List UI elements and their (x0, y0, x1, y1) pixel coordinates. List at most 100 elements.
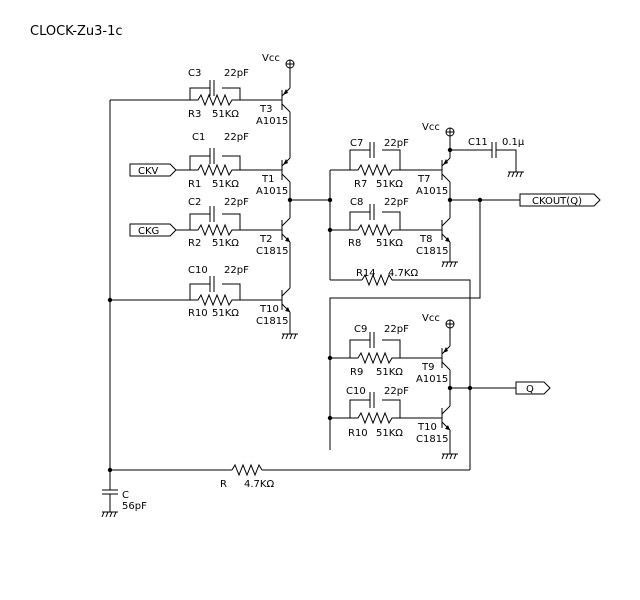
junction-dot (467, 385, 473, 391)
transistor-t2-npn (281, 217, 291, 243)
transistor-t9-pnp (441, 345, 451, 371)
vcc-label: Vcc (422, 122, 440, 133)
c2-value: 22pF (224, 197, 249, 208)
capacitor-c11 (491, 142, 497, 158)
vcc-symbol (445, 127, 455, 137)
r9-value: 51KΩ (376, 367, 403, 378)
r10b-value: 51KΩ (376, 428, 403, 439)
c8-label: C8 (350, 197, 363, 208)
t10b-type: C1815 (416, 434, 448, 445)
rc-network-t9 (349, 332, 401, 365)
r14-label: R14 (356, 268, 376, 279)
ckv-port (129, 163, 177, 177)
c1-label: C1 (192, 132, 205, 143)
c7-value: 22pF (384, 138, 409, 149)
t2-label: T2 (259, 234, 272, 245)
t3-label: T3 (259, 104, 272, 115)
c8-value: 22pF (384, 197, 409, 208)
t9-type: A1015 (416, 374, 448, 385)
t2-type: C1815 (256, 246, 288, 257)
ground-symbol (441, 453, 458, 460)
c9-label: C9 (354, 324, 367, 335)
transistor-t10b-npn (441, 405, 451, 431)
r10a-label: R10 (188, 308, 208, 319)
resistor-r (231, 463, 263, 477)
r8-label: R8 (348, 238, 361, 249)
c10b-label: C10 (346, 386, 366, 397)
wire (496, 149, 517, 172)
ground-symbol (101, 511, 118, 518)
rc-network-t10b (349, 392, 401, 425)
ground-symbol (507, 171, 524, 178)
r3-label: R3 (188, 109, 201, 120)
t7-type: A1015 (416, 186, 448, 197)
t8-type: C1815 (416, 246, 448, 257)
t10a-type: C1815 (256, 316, 288, 327)
t1-type: A1015 (256, 186, 288, 197)
junction-dot (107, 297, 113, 303)
c11-label: C11 (468, 137, 488, 148)
ground-symbol (441, 261, 458, 268)
t1-label: T1 (261, 174, 274, 185)
vcc-label: Vcc (422, 313, 440, 324)
c3-label: C3 (188, 68, 201, 79)
ckout-label: CKOUT(Q) (532, 196, 582, 207)
c10b-value: 22pF (384, 386, 409, 397)
vcc-symbol (445, 319, 455, 329)
t7-label: T7 (417, 174, 430, 185)
capacitor-c (102, 489, 118, 495)
wire (329, 200, 481, 450)
t10a-label: T10 (259, 304, 279, 315)
c11-value: 0.1μ (502, 137, 525, 148)
c7-label: C7 (350, 138, 363, 149)
rc-network-t8 (349, 204, 401, 237)
ckg-port (129, 223, 177, 237)
rc-network-t7 (349, 142, 401, 177)
transistor-t1-pnp (281, 157, 291, 183)
junction-dot (327, 197, 333, 203)
q-label: Q_ (526, 384, 540, 395)
c-label: C (122, 490, 129, 501)
r9-label: R9 (350, 367, 363, 378)
c2-label: C2 (188, 197, 201, 208)
r-label: R (220, 479, 227, 490)
ground-symbol (281, 333, 298, 340)
junction-dot (327, 415, 333, 421)
r7-value: 51KΩ (376, 179, 403, 190)
t3-type: A1015 (256, 116, 288, 127)
r10a-value: 51KΩ (212, 308, 239, 319)
ckout-port (519, 193, 601, 207)
junction-dot (327, 355, 333, 361)
r1-label: R1 (188, 179, 201, 190)
wire (392, 279, 471, 470)
transistor-t3-pnp (281, 87, 291, 113)
ckv-label: CKV (138, 166, 159, 177)
r7-label: R7 (354, 179, 367, 190)
resistor-r14 (361, 273, 393, 287)
transistor-t8-npn (441, 217, 451, 243)
r14-value: 4.7KΩ (388, 268, 418, 279)
rc-network-t3 (189, 80, 241, 107)
junction-dot (107, 467, 113, 473)
transistor-t7-pnp (441, 157, 451, 183)
r1-value: 51KΩ (212, 179, 239, 190)
transistor-t10a-npn (281, 287, 291, 313)
vcc-symbol (285, 59, 295, 69)
t9-label: T9 (421, 362, 434, 373)
c3-value: 22pF (224, 68, 249, 79)
t10b-label: T10 (417, 422, 437, 433)
rc-network-t1 (189, 148, 241, 177)
diagram-title: CLOCK-Zu3-1c (30, 24, 123, 39)
c10a-value: 22pF (224, 265, 249, 276)
q-port (515, 381, 551, 395)
junction-dot (447, 147, 453, 153)
c1-value: 22pF (224, 132, 249, 143)
ckg-label: CKG (138, 226, 159, 237)
r2-value: 51KΩ (212, 238, 239, 249)
r2-label: R2 (188, 238, 201, 249)
c10a-label: C10 (188, 265, 208, 276)
r8-value: 51KΩ (376, 238, 403, 249)
rc-network-t10a (189, 276, 241, 307)
t8-label: T8 (419, 234, 432, 245)
